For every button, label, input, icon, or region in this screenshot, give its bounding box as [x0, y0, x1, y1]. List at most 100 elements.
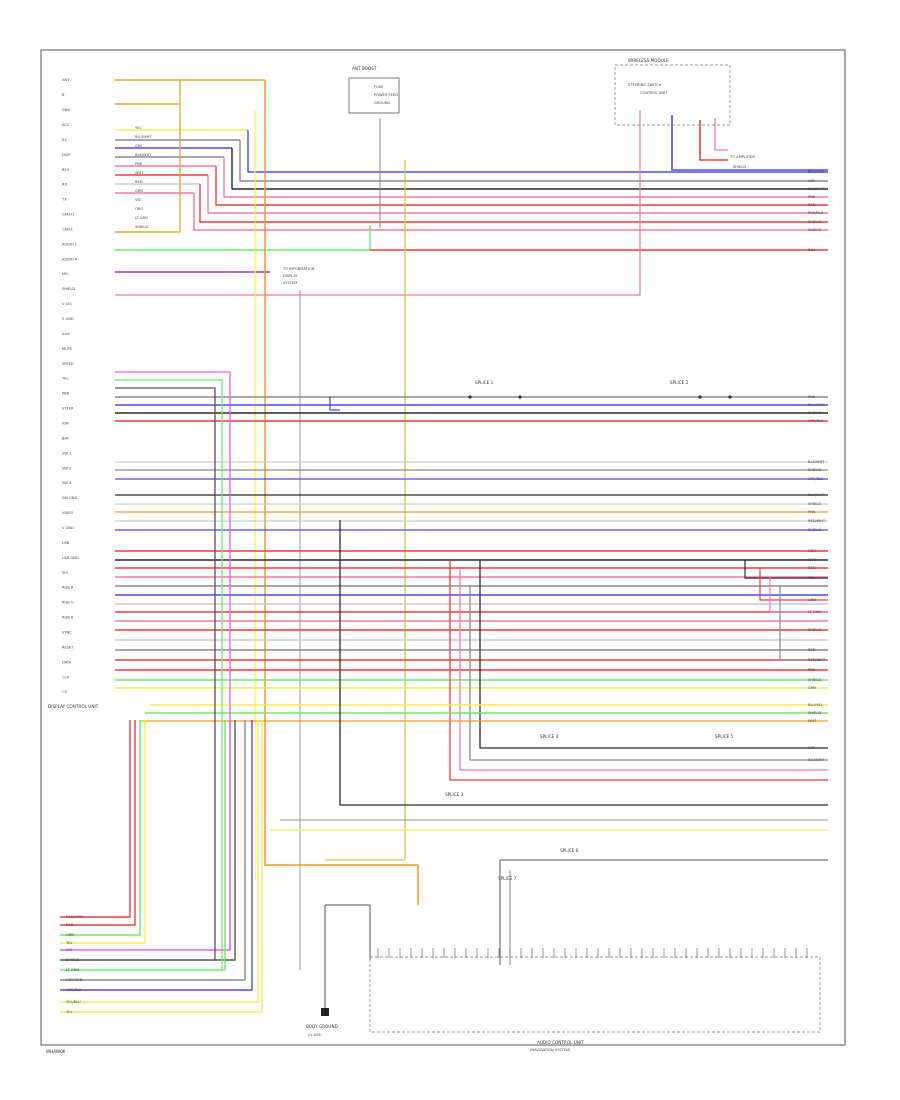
wire-blu-wireless	[671, 115, 828, 171]
left-wire-code: SHIELD	[135, 225, 148, 229]
bottom-left-wire-label: YEL	[66, 1010, 72, 1014]
audio-control-sub: (NAVIGATION SYSTEM)	[530, 1048, 571, 1052]
left-wire-code: RED	[135, 180, 143, 184]
right-wire-label: WHT	[808, 558, 817, 562]
wire-lgrn-loop	[115, 379, 223, 970]
left-wire-code: BLU/WHT	[135, 135, 152, 139]
left-pin-label: REV	[62, 168, 70, 172]
right-wire-label: BLK/WHT	[808, 460, 825, 464]
splice-dot-mid	[728, 395, 732, 399]
right-wire-label: SHIELD	[808, 468, 821, 472]
wire-bl-1	[60, 720, 136, 926]
left-pin-label: MIC	[62, 272, 69, 276]
left-pin-label: USB	[62, 541, 70, 545]
left-pin-label: DATA	[62, 660, 72, 664]
left-pin-label: SHIELD	[62, 287, 75, 291]
wire-right-drop-1	[744, 560, 828, 579]
wire-pnk-wireless	[115, 110, 641, 296]
right-wire-label: RED/WHT	[808, 658, 826, 662]
label-layer: ANTBGNDACCILLDISPREVRXTXCAN-HCAN-LAUDIO …	[61, 78, 826, 1014]
wire-right-3	[223, 157, 828, 198]
right-wire-label: SHIELD	[808, 220, 821, 224]
wireless-module-box	[614, 64, 731, 126]
left-pin-label: SYNC	[62, 630, 72, 634]
figure-code: WHAW06	[46, 1049, 66, 1054]
left-pin-label: MUTE	[62, 347, 73, 351]
left-pin-label: RX	[62, 183, 67, 187]
ant-boost-line-2: POWER FEED	[374, 93, 398, 97]
left-pin-label: ILL	[62, 138, 67, 142]
splice-label: SPLICE 1	[475, 380, 494, 385]
right-wire-label: RED	[808, 203, 816, 207]
wire-org-vertical	[264, 80, 419, 905]
antenna-note-2: DISPLAY	[283, 274, 299, 278]
wire-shield-low	[339, 520, 828, 806]
wire-shield-loop	[115, 387, 216, 960]
left-pin-label: B	[62, 93, 65, 97]
right-wire-label: PNK	[808, 668, 816, 672]
left-pin-label: SIG	[62, 571, 68, 575]
wire-right-7	[193, 193, 828, 231]
left-pin-label: TX	[61, 198, 67, 202]
left-wire-code: GRN	[135, 189, 143, 193]
splice-label: SPLICE 7	[498, 876, 517, 881]
left-pin-label: RGB B	[62, 616, 74, 620]
right-wire-label: YEL	[808, 576, 814, 580]
left-pin-label: CAN-L	[62, 227, 73, 231]
wire-drop-3	[469, 586, 828, 761]
right-wire-label: PNK	[808, 395, 816, 399]
left-pin-label: CS	[62, 690, 68, 694]
left-pin-label: BAT	[62, 436, 70, 440]
left-pin-label: V SIG	[62, 302, 72, 306]
right-wire-label: BLU/WHT	[808, 493, 825, 497]
bottom-left-wire-label: YEL/BLU	[66, 1000, 81, 1004]
right-wire-label: BLU	[808, 248, 815, 252]
left-wire-code: ORG	[135, 207, 143, 211]
wireless-module-line-1: STEERING SWITCH	[628, 83, 662, 87]
wire-right-2	[231, 148, 828, 190]
bottom-left-wire-label: YEL	[66, 941, 72, 945]
wire-drop-2	[459, 568, 828, 771]
wireless-module-line-2: CONTROL UNIT	[640, 91, 668, 95]
left-pin-label: VIDEO	[62, 511, 74, 515]
left-pin-label: CAN-H	[62, 213, 74, 217]
left-pin-label: STEER	[62, 407, 74, 411]
wire-pnk-wireless-2	[714, 118, 728, 151]
body-ground-title: BODY GROUND	[306, 1024, 338, 1029]
right-wire-label: RED/WHT	[808, 519, 826, 523]
right-wire-label: SHIELD	[808, 228, 821, 232]
bottom-left-wire-label: RED/GRN	[66, 915, 83, 919]
left-wire-code: VIO	[135, 198, 142, 202]
splice-label: SPLICE 5	[715, 734, 734, 739]
left-pin-label: PKB	[62, 392, 70, 396]
antenna-note-1: TO INFORMATION	[282, 267, 315, 271]
left-pin-label: AUX	[62, 332, 70, 336]
left-pin-label: AUDIO L	[62, 242, 77, 246]
wire-olive-vertical	[325, 160, 406, 861]
right-wire-label: PNK	[808, 195, 816, 199]
wireless-module-note: SHIELD	[733, 165, 746, 169]
ant-boost-title: ANT BOOST	[352, 66, 377, 71]
wire-layer	[60, 79, 828, 1016]
left-wire-code: BLK/WHT	[135, 153, 152, 157]
left-pin-label: DISP	[62, 153, 71, 157]
wire-right-drop-2	[759, 568, 828, 601]
wire-bl-10	[60, 720, 263, 1013]
right-wire-label: PNK/BLU	[808, 211, 824, 215]
right-wire-label: BLU/YEL	[808, 703, 823, 707]
wire-bl-6	[60, 720, 226, 971]
wire-grn-ant	[115, 225, 371, 251]
left-pin-label: V GND	[62, 526, 74, 530]
right-wire-label: GRY/BLU	[808, 477, 824, 481]
ant-boost-line-1: FUSE	[374, 85, 384, 89]
right-wire-label: SHIELD	[808, 502, 821, 506]
right-wire-label: BLK/WHT	[808, 187, 825, 191]
wire-vio-loop	[115, 371, 231, 950]
left-pin-label: SW GND	[62, 496, 77, 500]
right-wire-label: BLU/WHT	[808, 403, 825, 407]
wire-drop-4	[479, 560, 828, 749]
ant-boost-line-3: GROUND	[374, 101, 390, 105]
wire-right-5	[207, 175, 828, 214]
left-pin-label: ACC	[62, 123, 70, 127]
